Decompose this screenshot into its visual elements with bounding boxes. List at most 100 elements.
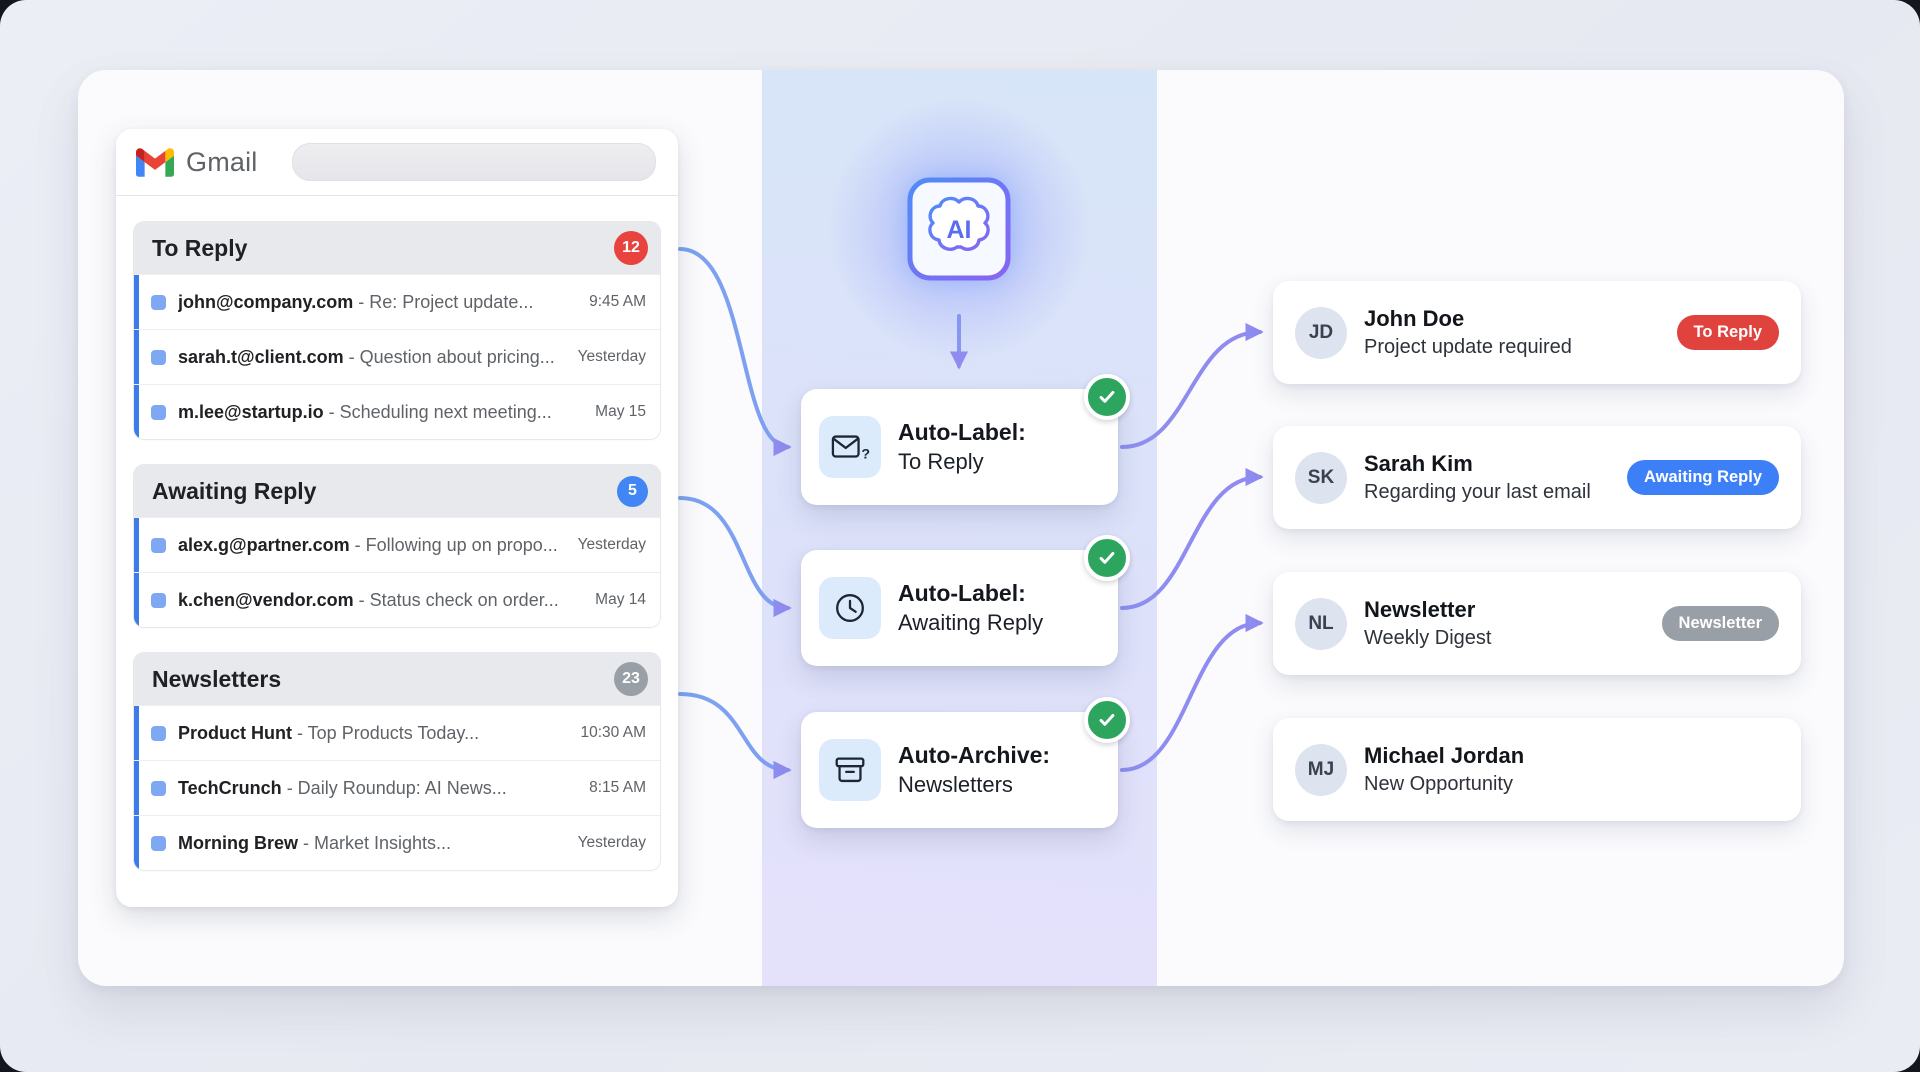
result-subtitle: Regarding your last email — [1364, 480, 1591, 503]
section-newsletters: Newsletters 23 Product Hunt- Top Product… — [134, 653, 660, 870]
result-name: Sarah Kim — [1364, 451, 1473, 477]
email-time: 8:15 AM — [589, 779, 646, 796]
section-to-reply: To Reply 12 john@company.com- Re: Projec… — [134, 222, 660, 439]
email-sender: sarah.t@client.com — [178, 346, 344, 367]
label-badge-awaiting-reply: Awaiting Reply — [1627, 460, 1779, 495]
avatar: SK — [1295, 451, 1347, 504]
email-snippet: - Daily Roundup: AI News... — [286, 777, 507, 798]
unread-square-icon — [151, 780, 166, 796]
email-snippet: - Question about pricing... — [348, 346, 555, 367]
email-row[interactable]: TechCrunch- Daily Roundup: AI News... 8:… — [134, 760, 660, 815]
email-snippet: - Following up on propo... — [354, 534, 558, 555]
email-row[interactable]: Product Hunt- Top Products Today... 10:3… — [134, 705, 660, 760]
email-time: 9:45 AM — [589, 293, 646, 310]
unread-accent-bar — [134, 518, 139, 572]
section-title: To Reply — [152, 234, 248, 261]
email-time: Yesterday — [577, 834, 646, 851]
email-time: Yesterday — [577, 348, 646, 365]
svg-text:?: ? — [861, 446, 870, 462]
result-subtitle: Weekly Digest — [1364, 626, 1492, 649]
email-time: May 14 — [595, 591, 646, 608]
avatar: JD — [1295, 306, 1347, 359]
section-awaiting-reply: Awaiting Reply 5 alex.g@partner.com- Fol… — [134, 465, 660, 627]
email-sender: TechCrunch — [178, 777, 282, 798]
unread-accent-bar — [134, 761, 139, 815]
result-card-sarah-kim[interactable]: SK Sarah Kim Regarding your last email A… — [1273, 426, 1801, 529]
action-subtitle: Newsletters — [898, 771, 1013, 797]
unread-square-icon — [151, 537, 166, 553]
email-sender: m.lee@startup.io — [178, 401, 324, 422]
result-subtitle: New Opportunity — [1364, 772, 1513, 795]
section-title: Awaiting Reply — [152, 477, 317, 504]
unread-square-icon — [151, 404, 166, 420]
email-snippet: - Top Products Today... — [297, 722, 480, 743]
diagram-board: Gmail To Reply 12 john@company.com- Re: … — [78, 70, 1844, 986]
gmail-wordmark: Gmail — [186, 146, 258, 177]
result-name: Michael Jordan — [1364, 743, 1525, 769]
action-title: Auto-Archive: — [898, 741, 1051, 768]
result-card-newsletter[interactable]: NL Newsletter Weekly Digest Newsletter — [1273, 572, 1801, 675]
action-subtitle: Awaiting Reply — [898, 609, 1044, 635]
email-time: Yesterday — [577, 536, 646, 553]
auto-label-card-to-reply[interactable]: ? Auto-Label: To Reply — [801, 374, 1130, 505]
action-title: Auto-Label: — [898, 579, 1026, 606]
unread-square-icon — [151, 725, 166, 741]
section-header-to-reply[interactable]: To Reply 12 — [134, 222, 660, 274]
unread-accent-bar — [134, 330, 139, 384]
auto-label-card-awaiting-reply[interactable]: Auto-Label: Awaiting Reply — [801, 535, 1130, 666]
result-card-john-doe[interactable]: JD John Doe Project update required To R… — [1273, 281, 1801, 384]
email-sender: k.chen@vendor.com — [178, 589, 354, 610]
email-sender: Morning Brew — [178, 832, 298, 853]
count-badge: 12 — [614, 231, 648, 265]
email-row[interactable]: m.lee@startup.io- Scheduling next meetin… — [134, 384, 660, 439]
check-badge-icon — [1084, 697, 1130, 743]
gmail-sections: To Reply 12 john@company.com- Re: Projec… — [116, 222, 678, 894]
unread-accent-bar — [134, 816, 139, 870]
email-snippet: - Re: Project update... — [358, 291, 534, 312]
label-badge-to-reply: To Reply — [1676, 315, 1779, 350]
result-name: John Doe — [1364, 306, 1465, 332]
email-sender: alex.g@partner.com — [178, 534, 350, 555]
brain-icon — [928, 196, 990, 251]
mail-question-icon: ? — [819, 416, 881, 478]
unread-accent-bar — [134, 573, 139, 627]
count-badge: 23 — [614, 662, 648, 696]
email-sender: Product Hunt — [178, 722, 292, 743]
gmail-search-bar[interactable] — [291, 143, 656, 181]
unread-accent-bar — [134, 385, 139, 439]
avatar: NL — [1295, 597, 1347, 650]
gmail-logo-icon — [136, 147, 174, 177]
email-row[interactable]: john@company.com- Re: Project update... … — [134, 274, 660, 329]
ai-chip-icon: AI — [887, 157, 1031, 301]
check-badge-icon — [1084, 535, 1130, 581]
section-header-awaiting-reply[interactable]: Awaiting Reply 5 — [134, 465, 660, 517]
unread-square-icon — [151, 349, 166, 365]
auto-archive-card-newsletters[interactable]: Auto-Archive: Newsletters — [801, 697, 1130, 828]
email-snippet: - Status check on order... — [358, 589, 559, 610]
result-card-michael-jordan[interactable]: MJ Michael Jordan New Opportunity — [1273, 718, 1801, 821]
count-badge: 5 — [617, 475, 648, 507]
gmail-panel: Gmail To Reply 12 john@company.com- Re: … — [116, 129, 678, 907]
check-badge-icon — [1084, 374, 1130, 420]
email-row[interactable]: sarah.t@client.com- Question about prici… — [134, 329, 660, 384]
email-row[interactable]: Morning Brew- Market Insights... Yesterd… — [134, 815, 660, 870]
unread-accent-bar — [134, 275, 139, 329]
email-row[interactable]: k.chen@vendor.com- Status check on order… — [134, 572, 660, 627]
email-snippet: - Scheduling next meeting... — [328, 401, 552, 422]
unread-square-icon — [151, 835, 166, 851]
ai-chip-label: AI — [947, 216, 972, 244]
ai-chip: AI — [884, 154, 1034, 304]
section-header-newsletters[interactable]: Newsletters 23 — [134, 653, 660, 705]
archive-icon — [819, 739, 881, 801]
result-subtitle: Project update required — [1364, 335, 1572, 358]
email-sender: john@company.com — [178, 291, 354, 312]
gmail-header: Gmail — [116, 129, 678, 196]
email-row[interactable]: alex.g@partner.com- Following up on prop… — [134, 517, 660, 572]
email-snippet: - Market Insights... — [303, 832, 452, 853]
action-title: Auto-Label: — [898, 418, 1026, 445]
section-title: Newsletters — [152, 665, 282, 692]
unread-square-icon — [151, 294, 166, 310]
email-time: 10:30 AM — [580, 724, 647, 741]
unread-square-icon — [151, 592, 166, 608]
